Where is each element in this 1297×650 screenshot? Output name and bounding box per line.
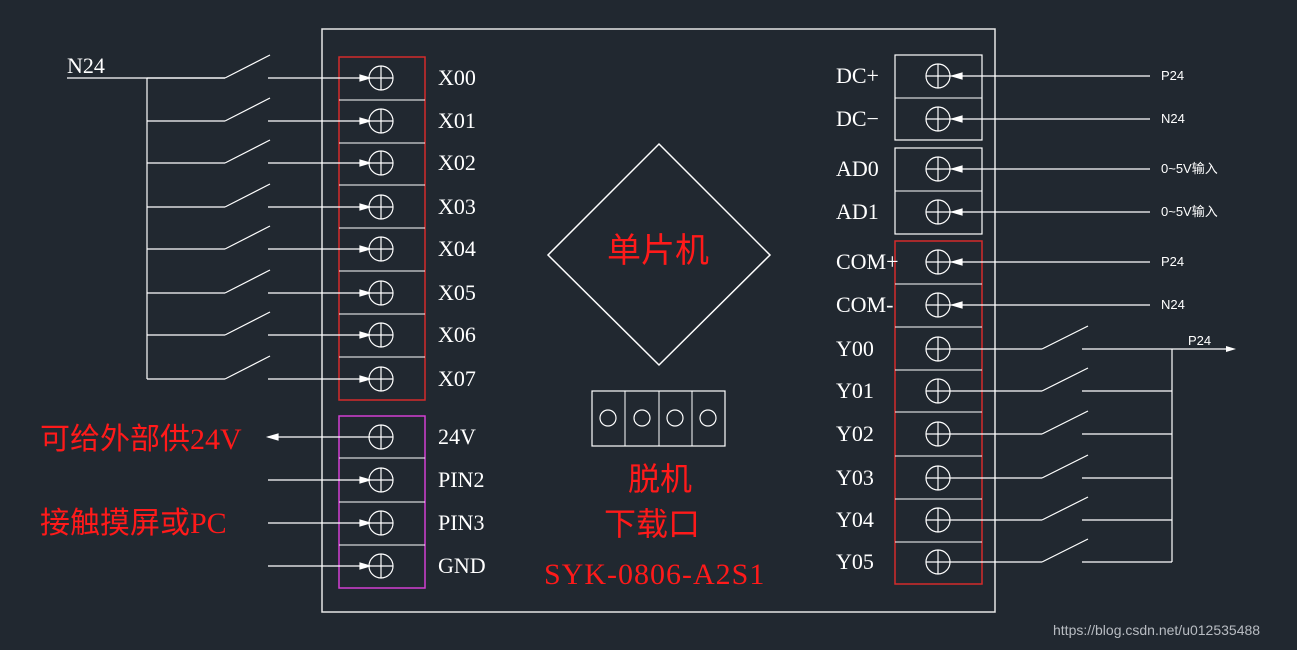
input-label-x06: X06 [438,322,476,347]
power-wire [268,519,373,527]
supply-wire [949,301,1150,309]
screw-terminal-icon [925,336,951,362]
output-switch [950,496,1172,521]
input-switch [147,269,373,297]
input-label-x04: X04 [438,236,476,261]
input-label-x05: X05 [438,280,476,305]
screw-terminal-icon [368,150,394,176]
wire-label: P24 [1161,254,1185,269]
screw-terminal-icon [368,280,394,306]
supply-wire [949,72,1150,80]
output-switch [950,325,1089,350]
input-switch [147,311,373,339]
terminal-label: AD1 [836,199,879,224]
wire-label: P24 [1161,68,1185,83]
power-label-24v: 24V [438,424,476,449]
n24-label: N24 [67,53,105,78]
input-label-x01: X01 [438,108,476,133]
download-port [591,390,726,447]
screw-terminal-icon [368,236,394,262]
supply-wire [949,258,1150,266]
x-terminal-block [338,56,426,401]
output-label-y01: Y01 [836,378,874,403]
input-switch [147,355,373,383]
watermark: https://blog.csdn.net/u012535488 [1053,622,1261,638]
input-label-x03: X03 [438,194,476,219]
screw-terminal-icon [925,106,951,132]
screw-terminal-icon [925,199,951,225]
screw-terminal-icon [368,510,394,536]
output-switch [950,410,1172,435]
input-switch [147,54,373,82]
screw-terminal-icon [925,249,951,275]
output-label-y02: Y02 [836,421,874,446]
external-24v-note: 可给外部供24V [40,423,242,456]
output-label-y05: Y05 [836,549,874,574]
power-label-pin2: PIN2 [438,467,485,492]
output-terminal-block [894,240,983,585]
screw-terminal-icon [925,378,951,404]
screw-terminal-icon [925,156,951,182]
power-label-gnd: GND [438,553,486,578]
power-terminal-block [338,415,426,589]
screw-terminal-icon [368,194,394,220]
dc-terminal-block [894,54,983,141]
screw-terminal-icon [925,421,951,447]
output-switch [950,454,1172,479]
mcu-diamond [546,142,772,367]
screw-terminal-icon [368,366,394,392]
p24-output-bus [1082,346,1236,562]
input-switch [147,97,373,125]
board-outline [321,28,996,613]
wire-label: N24 [1161,111,1185,126]
offline-label: 脱机 [628,461,693,497]
wire-label: 0~5V输入 [1161,161,1218,176]
screw-terminal-icon [368,553,394,579]
power-label-pin3: PIN3 [438,510,485,535]
input-switch [147,225,373,253]
ad-terminal-block [894,147,983,235]
screw-terminal-icon [925,63,951,89]
screw-terminal-icon [368,65,394,91]
terminal-label: DC+ [836,63,879,88]
supply-wire [949,165,1150,173]
download-port-label: 下载口 [604,506,701,542]
output-switch [950,538,1172,563]
terminal-label: COM+ [836,249,899,274]
touchscreen-pc-note: 接触摸屏或PC [40,507,227,540]
input-label-x07: X07 [438,366,476,391]
mcu-label: 单片机 [607,233,709,270]
supply-wire [949,115,1150,123]
screw-terminal-icon [925,549,951,575]
input-label-x00: X00 [438,65,476,90]
screw-terminal-icon [368,424,394,450]
output-switch [950,367,1172,392]
n24-bus [67,77,225,379]
output-label-y00: Y00 [836,336,874,361]
screw-terminal-icon [925,465,951,491]
screw-terminal-icon [925,507,951,533]
power-wire [268,476,373,484]
power-wire [268,562,373,570]
model-label: SYK-0806-A2S1 [544,558,766,591]
supply-wire [949,208,1150,216]
screw-terminal-icon [368,108,394,134]
input-switch [147,139,373,167]
screw-terminal-icon [368,322,394,348]
input-switch [147,183,373,211]
terminal-label: AD0 [836,156,879,181]
power-wire [265,433,370,441]
screw-terminal-icon [925,292,951,318]
screw-terminal-icon [368,467,394,493]
output-label-y03: Y03 [836,465,874,490]
wire-label: 0~5V输入 [1161,204,1218,219]
input-label-x02: X02 [438,150,476,175]
terminal-label: DC− [836,106,879,131]
p24-bus-label: P24 [1188,333,1212,348]
output-label-y04: Y04 [836,507,874,532]
terminal-label: COM- [836,292,894,317]
wire-label: N24 [1161,297,1185,312]
